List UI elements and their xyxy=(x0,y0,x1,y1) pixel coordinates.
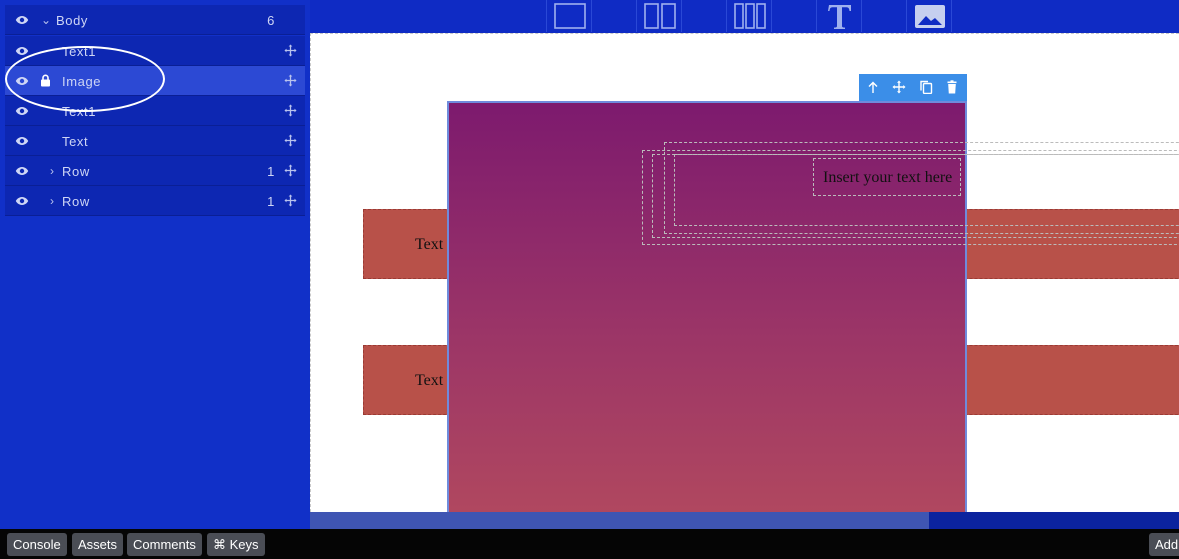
row-text[interactable]: Text 1 xyxy=(415,372,456,389)
layer-name: Text1 xyxy=(62,104,97,119)
eye-icon[interactable] xyxy=(15,75,29,87)
image-block-button[interactable] xyxy=(906,0,952,32)
layer-manager: ⌄ Body 6 Text1 Image Text1 Text › Row 1 … xyxy=(0,0,310,529)
container-box[interactable] xyxy=(664,142,1179,234)
move-icon[interactable] xyxy=(284,104,297,117)
two-column-block-icon xyxy=(644,3,676,29)
eye-icon[interactable] xyxy=(15,165,29,177)
chevron-right-icon[interactable]: › xyxy=(50,164,55,178)
console-button[interactable]: Console xyxy=(7,533,67,556)
bottom-bar: Console Assets Comments ⌘ Keys Add xyxy=(0,529,1179,559)
layer-count: 1 xyxy=(267,194,275,209)
move-icon[interactable] xyxy=(892,80,906,94)
move-icon[interactable] xyxy=(284,44,297,57)
layer-name: Text1 xyxy=(62,44,97,59)
layer-row-image[interactable]: Image xyxy=(5,66,305,96)
chevron-down-icon[interactable]: ⌄ xyxy=(41,13,52,27)
assets-button[interactable]: Assets xyxy=(72,533,124,556)
eye-icon[interactable] xyxy=(15,105,29,117)
layer-name: Image xyxy=(62,74,102,89)
move-icon[interactable] xyxy=(284,134,297,147)
layer-row-text1[interactable]: Text1 xyxy=(5,96,305,126)
comments-button[interactable]: Comments xyxy=(127,533,202,556)
editor-canvas[interactable]: Text Text 1 Insert your text here xyxy=(310,33,1179,512)
container-box[interactable] xyxy=(674,154,1179,226)
eye-icon[interactable] xyxy=(15,135,29,147)
eye-icon[interactable] xyxy=(15,195,29,207)
add-button[interactable]: Add xyxy=(1149,533,1179,556)
layer-name: Row xyxy=(62,164,90,179)
trash-icon[interactable] xyxy=(945,80,959,94)
layer-name: Body xyxy=(56,13,89,28)
eye-icon[interactable] xyxy=(15,14,29,26)
one-column-block-button[interactable] xyxy=(546,0,592,32)
arrow-up-icon[interactable] xyxy=(866,80,880,94)
chevron-right-icon[interactable]: › xyxy=(50,194,55,208)
lock-icon[interactable] xyxy=(40,74,51,87)
text-block-icon xyxy=(828,5,851,29)
scrollbar-thumb[interactable] xyxy=(310,512,929,529)
layer-row-text[interactable]: Text xyxy=(5,126,305,156)
move-icon[interactable] xyxy=(284,164,297,177)
image-block-icon xyxy=(915,5,945,28)
selection-toolbar xyxy=(859,74,967,101)
one-column-block-icon xyxy=(554,3,586,29)
image-block-selected[interactable] xyxy=(447,101,967,512)
row-text[interactable]: Text xyxy=(415,236,444,253)
three-column-block-button[interactable] xyxy=(726,0,772,32)
layer-count: 1 xyxy=(267,164,275,179)
layer-row-row[interactable]: › Row 1 xyxy=(5,156,305,186)
three-column-block-icon xyxy=(734,3,766,29)
layer-count: 6 xyxy=(267,13,275,28)
layer-row-text1[interactable]: Text1 xyxy=(5,36,305,66)
horizontal-scrollbar[interactable] xyxy=(310,512,1179,529)
layer-name: Text xyxy=(62,134,89,149)
layer-row-body[interactable]: ⌄ Body 6 xyxy=(5,5,305,35)
insert-text-block[interactable]: Insert your text here xyxy=(813,158,961,196)
keys-button[interactable]: ⌘ Keys xyxy=(207,533,265,556)
block-toolbar xyxy=(310,0,1179,33)
container-box[interactable] xyxy=(642,150,1179,245)
eye-icon[interactable] xyxy=(15,45,29,57)
copy-icon[interactable] xyxy=(919,80,933,95)
layer-row-row[interactable]: › Row 1 xyxy=(5,186,305,216)
text-block-button[interactable] xyxy=(816,0,862,32)
move-icon[interactable] xyxy=(284,74,297,87)
layer-name: Row xyxy=(62,194,90,209)
two-column-block-button[interactable] xyxy=(636,0,682,32)
move-icon[interactable] xyxy=(284,194,297,207)
